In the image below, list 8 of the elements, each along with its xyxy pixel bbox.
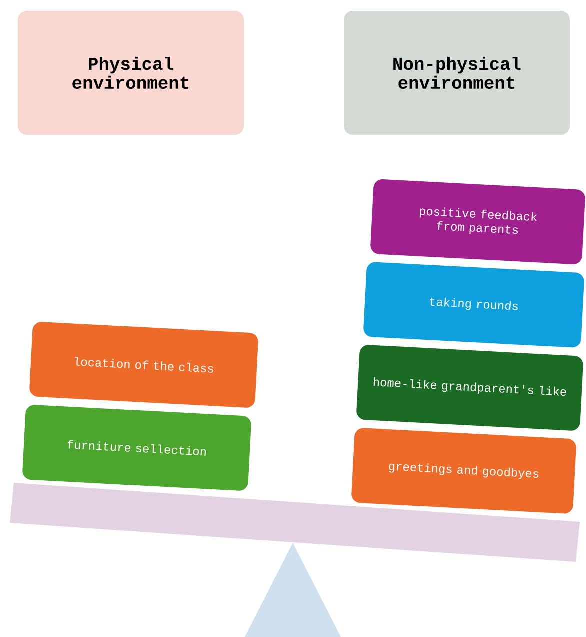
heading-box: Physical environment: [18, 11, 244, 135]
label-box: furniture sellection: [22, 405, 252, 491]
label-box: location of the class: [30, 322, 258, 408]
label-box: greetings and goodbyes: [352, 428, 576, 514]
heading-box: Non-physical environment: [344, 11, 570, 135]
label-box: taking rounds: [364, 262, 584, 348]
label-box: positive feedback from parents: [370, 179, 586, 265]
label-box: home-like grandparent's like: [356, 345, 584, 431]
